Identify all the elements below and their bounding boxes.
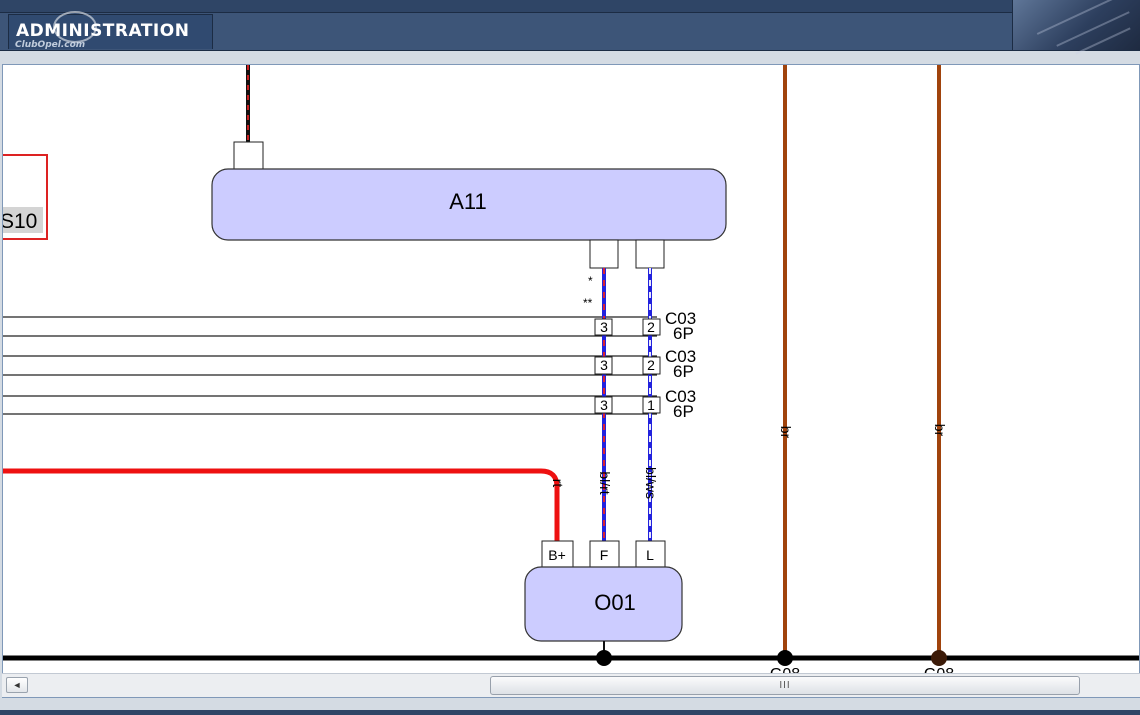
c3-pin-left: 3 bbox=[600, 397, 608, 413]
a11-terminal-2 bbox=[635, 239, 665, 269]
s10-label-box bbox=[3, 207, 43, 233]
c1-name: C03 bbox=[665, 309, 696, 328]
wire-label-rt: rt bbox=[550, 479, 566, 488]
wire-rt bbox=[3, 468, 560, 541]
scroll-thumb[interactable]: III bbox=[490, 676, 1080, 695]
o01-pin-f: F bbox=[600, 547, 609, 563]
connector-c03-1[interactable]: 3 2 C03 6P bbox=[594, 309, 696, 343]
administration-tab[interactable]: ADMINISTRATION ClubOpel.com bbox=[8, 11, 213, 50]
connector-c03-3[interactable]: 3 1 C03 6P bbox=[594, 387, 696, 421]
c3-type: 6P bbox=[673, 402, 694, 421]
wiring-diagram: S10 A11 * ** 3 bbox=[3, 65, 1139, 683]
c3-pin-right: 1 bbox=[647, 397, 655, 413]
marker-double-star: ** bbox=[583, 296, 593, 310]
horizontal-scrollbar[interactable]: ◄ III bbox=[2, 673, 1140, 697]
top-banner: ADMINISTRATION ClubOpel.com bbox=[0, 0, 1140, 55]
wire-label-br-1: br bbox=[778, 426, 794, 439]
bus-lines bbox=[3, 316, 657, 415]
c1-pin-right: 2 bbox=[647, 319, 655, 335]
watermark-ring-icon bbox=[53, 11, 97, 43]
a11-terminal-1 bbox=[589, 239, 619, 269]
s10-frame bbox=[3, 154, 48, 240]
ground-node-2 bbox=[931, 650, 947, 666]
o01-pin-l: L bbox=[646, 547, 654, 563]
o01-label: O01 bbox=[594, 590, 636, 615]
wire-label-bl-rt: bl/rt bbox=[597, 471, 613, 494]
ground-node-1 bbox=[777, 650, 793, 666]
c2-pin-left: 3 bbox=[600, 357, 608, 373]
banner-corner-image bbox=[1012, 0, 1140, 55]
a11-top-terminal bbox=[233, 141, 264, 170]
c1-type: 6P bbox=[673, 324, 694, 343]
o01-pin-l-box bbox=[635, 540, 666, 568]
c2-pin-right: 2 bbox=[647, 357, 655, 373]
marker-single-star: * bbox=[588, 274, 593, 288]
wire-label-br-2: br bbox=[932, 424, 948, 437]
scroll-left-arrow-icon[interactable]: ◄ bbox=[6, 677, 28, 693]
bottom-border bbox=[0, 710, 1140, 715]
administration-tab-label: ADMINISTRATION bbox=[16, 21, 190, 41]
c2-name: C03 bbox=[665, 347, 696, 366]
o01-pin-bplus: B+ bbox=[548, 547, 566, 563]
c2-type: 6P bbox=[673, 362, 694, 381]
c3-name: C03 bbox=[665, 387, 696, 406]
diagram-viewport[interactable]: S10 A11 * ** 3 bbox=[2, 64, 1140, 698]
c1-pin-left: 3 bbox=[600, 319, 608, 335]
scroll-grip-icon: III bbox=[779, 680, 791, 691]
banner-top-strip bbox=[0, 0, 1140, 13]
ground-node-o01 bbox=[596, 650, 612, 666]
a11-module[interactable] bbox=[211, 168, 727, 241]
watermark-text: ClubOpel.com bbox=[15, 40, 86, 50]
wire-label-bl-ws: bl/ws bbox=[643, 467, 659, 499]
a11-label: A11 bbox=[449, 189, 487, 214]
s10-label: S10 bbox=[3, 210, 37, 233]
connector-c03-2[interactable]: 3 2 C03 6P bbox=[594, 347, 696, 381]
o01-pin-bplus-box bbox=[541, 540, 574, 568]
